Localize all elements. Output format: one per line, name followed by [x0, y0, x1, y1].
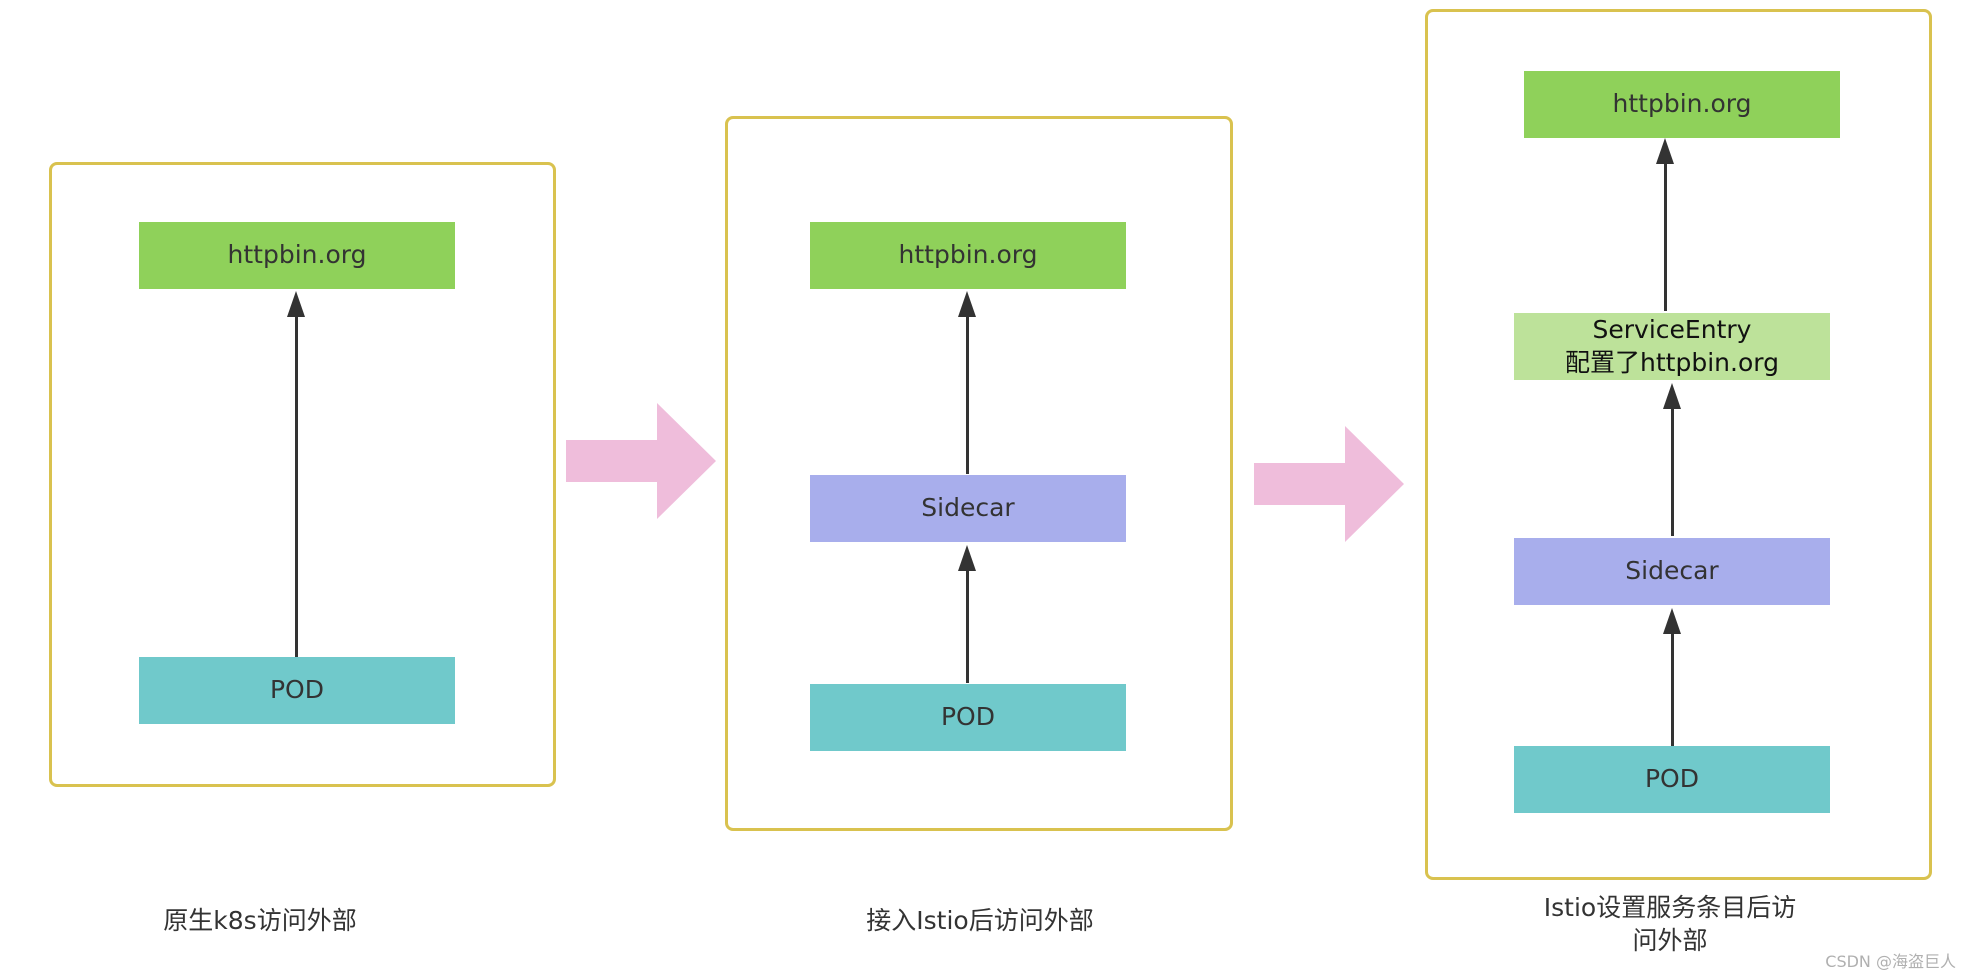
pod-label: POD	[1644, 764, 1699, 794]
flow-arrow-head	[1656, 138, 1674, 164]
httpbin-node: httpbin.org	[139, 222, 455, 289]
httpbin-node: httpbin.org	[810, 222, 1126, 289]
httpbin-node: httpbin.org	[1524, 71, 1840, 138]
flow-arrow-head	[287, 291, 305, 317]
flow-arrow-line	[295, 314, 298, 657]
service-entry-host-label: 配置了httpbin.org	[1565, 347, 1779, 377]
panel-istio-service-entry	[1425, 9, 1932, 880]
flow-arrow-head	[1663, 608, 1681, 634]
pod-node: POD	[810, 684, 1126, 751]
httpbin-label: httpbin.org	[898, 240, 1038, 270]
service-entry-node: ServiceEntry 配置了httpbin.org	[1514, 313, 1830, 380]
service-entry-label: ServiceEntry	[1592, 315, 1752, 344]
flow-arrow-line	[966, 314, 969, 474]
sidecar-label: Sidecar	[921, 493, 1015, 523]
httpbin-label: httpbin.org	[1612, 89, 1752, 119]
flow-arrow-line	[1664, 161, 1667, 311]
transition-arrow	[566, 403, 716, 519]
transition-arrow	[1254, 426, 1404, 542]
pod-label: POD	[940, 702, 995, 732]
panel-caption: 接入Istio后访问外部	[866, 906, 1094, 935]
pod-node: POD	[139, 657, 455, 724]
flow-arrow-line	[1671, 406, 1674, 536]
flow-arrow-head	[1663, 383, 1681, 409]
watermark: CSDN @海盗巨人	[1825, 952, 1956, 971]
sidecar-node: Sidecar	[1514, 538, 1830, 605]
pod-label: POD	[269, 675, 324, 705]
pod-node: POD	[1514, 746, 1830, 813]
flow-arrow-line	[966, 568, 969, 683]
panel-caption: Istio设置服务条目后访 问外部	[1543, 893, 1797, 955]
panel-caption: 原生k8s访问外部	[163, 906, 357, 935]
sidecar-label: Sidecar	[1625, 556, 1719, 586]
sidecar-node: Sidecar	[810, 475, 1126, 542]
flow-arrow-head	[958, 291, 976, 317]
flow-arrow-line	[1671, 631, 1674, 746]
httpbin-label: httpbin.org	[227, 240, 367, 270]
flow-arrow-head	[958, 545, 976, 571]
